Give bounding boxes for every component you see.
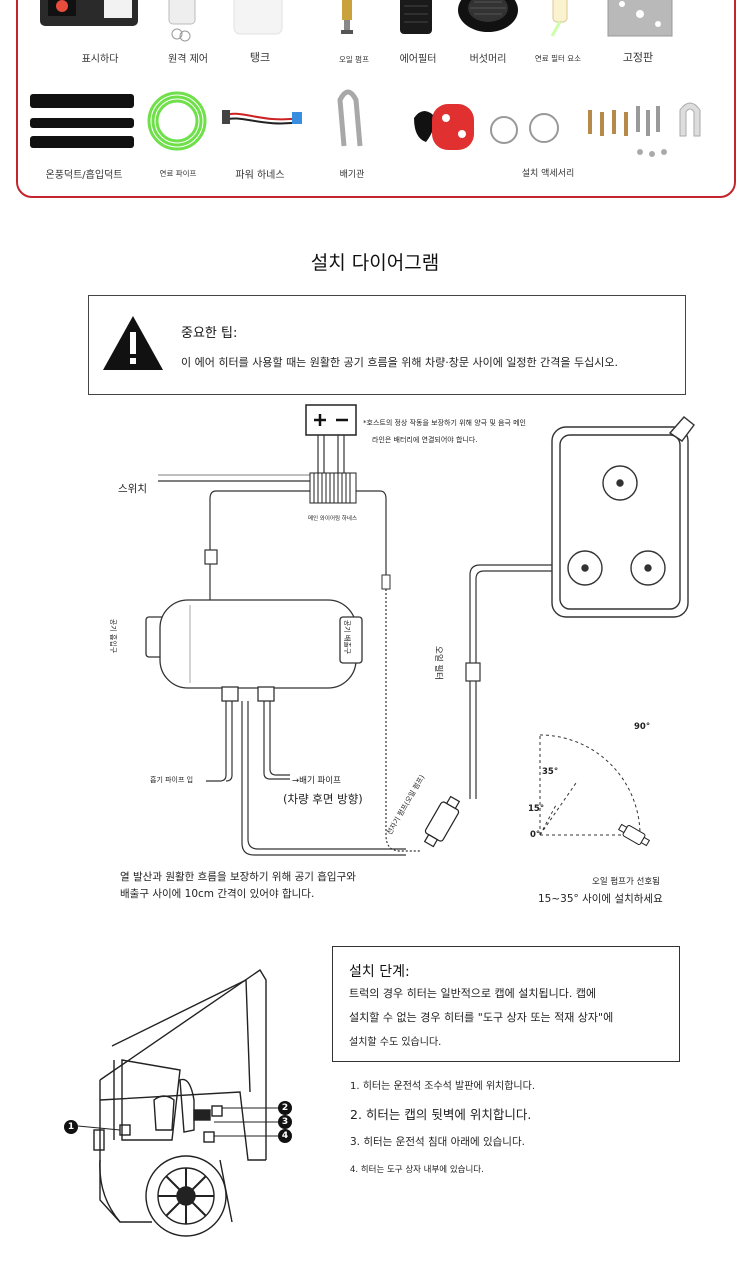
fuel-filter-image [550, 0, 568, 37]
air-filter-image [400, 0, 432, 34]
part-label-tank: 탱크 [249, 51, 271, 64]
duct-image [30, 94, 134, 148]
fixing-plate-image [607, 0, 673, 37]
harness-label: 메인 와이어링 하네스 [308, 516, 358, 522]
installation-diagram [145, 404, 695, 856]
air-inlet-label: 공기 흡입구 [109, 618, 118, 654]
accessories-image [414, 102, 701, 157]
battery-note-line1: *호스트의 정상 작동을 보장하기 위해 양극 및 음극 메인 [363, 419, 526, 427]
switch-label: 스위치 [118, 483, 147, 495]
steps-line-1: 트럭의 경우 히터는 일반적으로 캡에 설치됩니다. 캡에 [349, 987, 597, 1000]
pump-preference-line1: 오일 펌프가 선호됨 [592, 877, 660, 887]
mushroom-head-image [458, 0, 518, 32]
exhaust-pipe-image [337, 89, 363, 147]
marker-4: 4 [278, 1129, 292, 1143]
intake-pipe-label: 흡기 파이프 입 [150, 776, 194, 784]
installation-steps-box: 설치 단계: 트럭의 경우 히터는 일반적으로 캡에 설치됩니다. 캡에 설치할… [332, 946, 680, 1062]
fuel-pipe-image [147, 91, 207, 151]
part-label-accessories: 설치 액세서리 [521, 169, 575, 179]
part-label-duct: 온풍덕트/흡입덕트 [45, 170, 123, 181]
angle-35: 35° [542, 767, 559, 777]
plus-minus-icon [314, 414, 348, 426]
steps-line-2: 설치할 수 없는 경우 히터를 "도구 상자 또는 적재 상자"에 [349, 1011, 614, 1024]
part-label-fuel-filter: 연료 필터 요소 [534, 54, 582, 63]
tip-heading: 중요한 팁: [181, 326, 238, 341]
harness-connector [309, 472, 357, 504]
heater-unit [145, 599, 363, 702]
truck-illustration [77, 969, 278, 1237]
part-label-oil-pump: 오일 펌프 [339, 55, 369, 64]
oil-pump [423, 795, 461, 848]
step-item-2: 2. 히터는 캡의 뒷벽에 위치합니다. [350, 1107, 532, 1122]
airflow-note-line1: 열 발산과 원활한 흐름을 보장하기 위해 공기 흡입구와 [120, 871, 356, 883]
tip-text: 이 에어 히터를 사용할 때는 원활한 공기 흐름을 위해 차량·창문 사이에 … [181, 356, 619, 369]
air-outlet-label: 공기 배출구 [343, 619, 352, 655]
page-title: 설치 다이어그램 [310, 252, 440, 274]
marker-1: 1 [64, 1120, 78, 1134]
fuel-tank [551, 416, 695, 618]
step-item-4: 4. 히터는 도구 상자 내부에 있습니다. [350, 1165, 484, 1175]
truck-wheel [145, 1155, 227, 1237]
marker-3: 3 [278, 1115, 292, 1129]
remote-image [168, 0, 196, 42]
oil-pump-image [341, 0, 353, 34]
warning-icon [103, 316, 163, 370]
part-label-mushroom-head: 버섯머리 [469, 54, 507, 65]
angle-0: 0° [530, 830, 541, 840]
part-label-fixing-plate: 고정판 [622, 51, 654, 64]
angle-15: 15° [528, 804, 545, 814]
step-item-1: 1. 히터는 운전석 조수석 발판에 위치합니다. [350, 1081, 536, 1092]
part-label-fuel-pipe: 연료 파이프 [159, 169, 197, 178]
exhaust-pipe-label: →배기 파이프 [292, 776, 341, 786]
part-label-remote: 원격 제어 [168, 54, 208, 65]
marker-2: 2 [278, 1101, 292, 1115]
part-label-air-filter: 에어필터 [399, 54, 437, 65]
display-image [40, 0, 138, 26]
angle-gauge [539, 734, 651, 847]
steps-title: 설치 단계: [349, 964, 410, 980]
step-item-3: 3. 히터는 운전석 침대 아래에 있습니다. [350, 1136, 525, 1148]
steps-line-3: 설치할 수도 있습니다. [349, 1037, 442, 1048]
rear-direction-label: (차량 후면 방향) [283, 792, 363, 806]
power-harness-image [222, 110, 302, 125]
oil-filter-label: 오일 필터 [432, 646, 443, 680]
tank-image [233, 0, 283, 35]
angle-90: 90° [634, 722, 651, 732]
airflow-note-line2: 배출구 사이에 10cm 간격이 있어야 합니다. [120, 888, 315, 900]
part-label-exhaust-pipe: 배기관 [339, 170, 365, 180]
parts-images [30, 0, 701, 157]
tip-box: 중요한 팁: 이 에어 히터를 사용할 때는 원활한 공기 흐름을 위해 차량·… [88, 295, 686, 395]
pump-preference-line2: 15~35° 사이에 설치하세요 [538, 893, 663, 905]
part-label-power-harness: 파워 하네스 [235, 170, 285, 181]
battery-note-line2: 라인은 배터리에 연결되어야 합니다. [372, 436, 478, 444]
part-label-display: 표시하다 [81, 54, 119, 65]
